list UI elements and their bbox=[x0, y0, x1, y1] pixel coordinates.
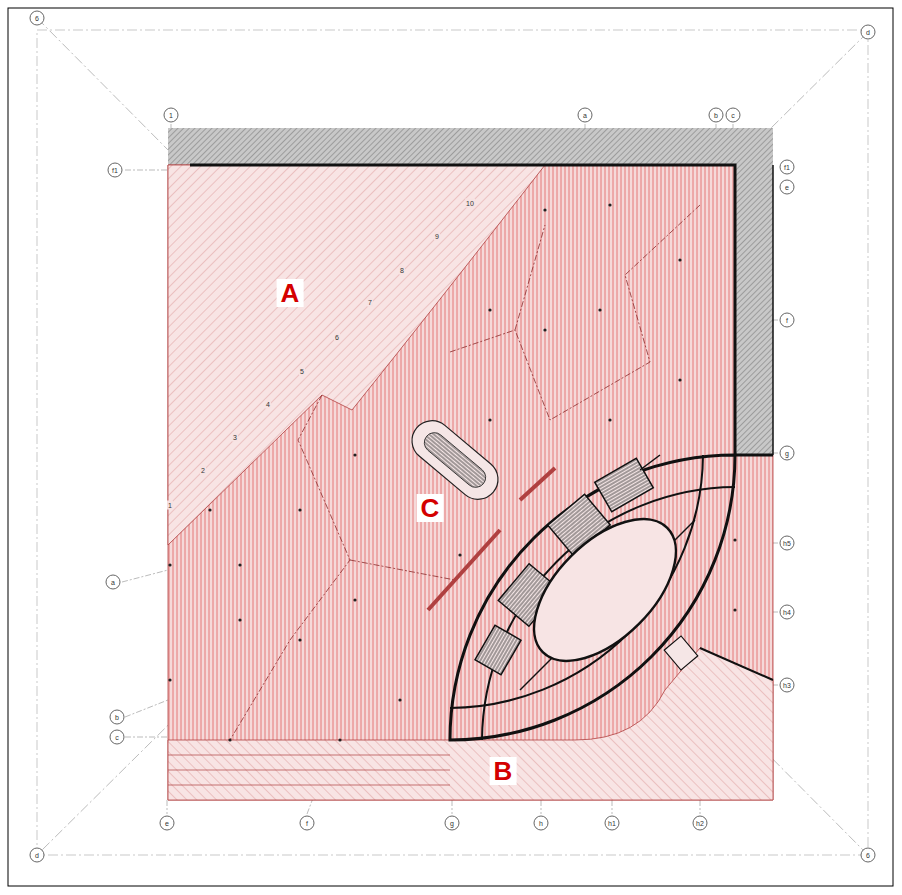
grid-marker: g bbox=[445, 816, 460, 831]
sheet-frame bbox=[8, 8, 893, 886]
step-number: 8 bbox=[399, 266, 405, 275]
core-wall bbox=[735, 454, 773, 457]
core-wall bbox=[450, 455, 703, 708]
facade-line bbox=[700, 648, 773, 680]
grid-marker: d bbox=[861, 25, 876, 40]
grid-marker: a bbox=[578, 108, 593, 123]
retaining-wall bbox=[190, 165, 735, 455]
column-dots bbox=[168, 203, 736, 741]
step-number: 7 bbox=[367, 298, 373, 307]
wall-section bbox=[168, 128, 773, 165]
grid-frame bbox=[37, 30, 868, 855]
grid-marker: g bbox=[780, 446, 795, 461]
step-number: 3 bbox=[232, 433, 238, 442]
terrace-steps bbox=[168, 755, 450, 785]
grid-marker: e bbox=[780, 180, 795, 195]
grid-marker: b bbox=[709, 108, 724, 123]
grid-diagonal bbox=[37, 18, 868, 855]
step-number: 6 bbox=[334, 333, 340, 342]
grid-marker: e bbox=[160, 816, 175, 831]
grid-diagonal bbox=[37, 32, 868, 855]
step-number: 1 bbox=[167, 501, 173, 510]
zone-a-hatch bbox=[168, 165, 545, 545]
step-number: 9 bbox=[434, 232, 440, 241]
zone-label: B bbox=[490, 757, 517, 785]
atrium-void bbox=[509, 494, 701, 686]
step-number: 4 bbox=[265, 400, 271, 409]
grid-marker: 1 bbox=[164, 108, 179, 123]
grid-marker: f1 bbox=[108, 163, 123, 178]
floor-slab bbox=[168, 165, 773, 800]
grid-marker: h1 bbox=[605, 816, 620, 831]
grid-marker: 6 bbox=[30, 11, 45, 26]
grid-marker: h5 bbox=[780, 536, 795, 551]
step-number: 5 bbox=[299, 367, 305, 376]
grid-marker: b bbox=[110, 710, 125, 725]
grid-marker: f bbox=[300, 816, 315, 831]
grid-marker: 6 bbox=[861, 848, 876, 863]
grid-marker: f bbox=[780, 313, 795, 328]
zone-label: C bbox=[417, 494, 444, 522]
grid-marker: f1 bbox=[780, 160, 795, 175]
grid-marker: d bbox=[30, 848, 45, 863]
lift-shaft bbox=[664, 636, 698, 670]
grid-marker: h3 bbox=[780, 678, 795, 693]
core-wall bbox=[482, 487, 735, 740]
step-number: 2 bbox=[200, 466, 206, 475]
facade-line bbox=[772, 165, 774, 455]
grid-marker: c bbox=[726, 108, 741, 123]
wall-section bbox=[735, 165, 773, 455]
step-number: 10 bbox=[465, 199, 475, 208]
grid-marker: h2 bbox=[693, 816, 708, 831]
grid-marker: c bbox=[110, 730, 125, 745]
grid-marker: h bbox=[534, 816, 549, 831]
grid-marker: a bbox=[106, 575, 121, 590]
core-building bbox=[450, 455, 735, 740]
grid-marker: h4 bbox=[780, 605, 795, 620]
grid-lines bbox=[122, 124, 778, 814]
zone-label: A bbox=[277, 279, 304, 307]
